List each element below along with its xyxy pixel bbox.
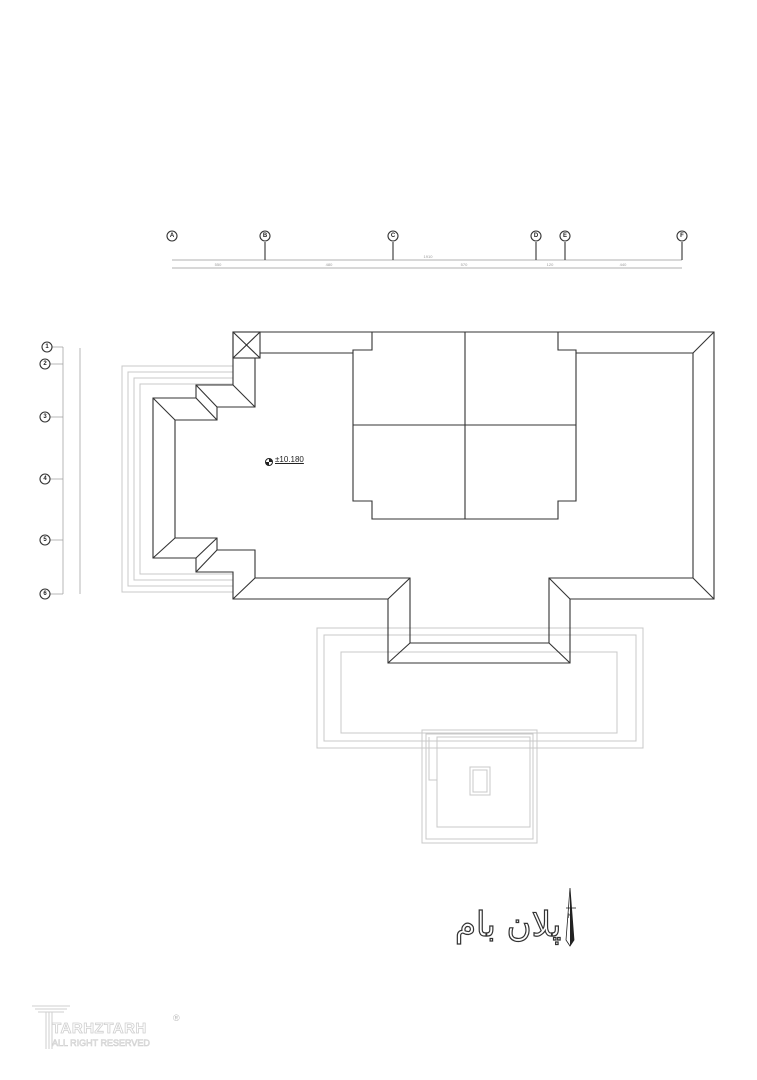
row-grid-axes: 1 2 3 4 5 6 [39, 341, 81, 600]
dimension-bc: 480 [326, 262, 333, 267]
grid-label-a: A [170, 233, 175, 239]
grid-label-6: 6 [43, 591, 47, 597]
elevation-marker-icon [265, 458, 273, 466]
grid-label-b: B [263, 233, 268, 239]
north-arrow-icon: N [565, 887, 576, 947]
elevation-label: ±10.180 [275, 455, 304, 464]
grid-label-c: C [391, 233, 396, 239]
grid-label-d: D [534, 233, 539, 239]
dimension-de: 120 [547, 262, 554, 267]
grid-label-4: 4 [43, 476, 47, 482]
tarhztarh-logo: TARHZTARH ALL RIGHT RESERVED ® [30, 1003, 190, 1053]
lower-level-outlines [121, 365, 644, 844]
dimension-ab: 550 [215, 262, 222, 267]
grid-label-e: E [563, 233, 567, 239]
column-grid-axes: A B C D E F 1910 550 480 570 120 440 [166, 230, 688, 269]
grid-label-1: 1 [45, 344, 49, 350]
dimension-cd: 570 [461, 262, 468, 267]
grid-label-f: F [680, 233, 684, 239]
drawing-title: پلان بام [454, 904, 562, 945]
overall-dimension: 1910 [424, 254, 434, 259]
grid-label-2: 2 [43, 361, 47, 367]
roof-outline [152, 331, 715, 664]
dimension-ef: 440 [620, 262, 627, 267]
grid-label-5: 5 [43, 537, 47, 543]
logo-subtitle: ALL RIGHT RESERVED [52, 1038, 150, 1049]
svg-text:N: N [568, 914, 572, 920]
logo-column-icon [32, 1005, 70, 1049]
registered-mark: ® [173, 1013, 180, 1023]
grid-label-3: 3 [43, 414, 47, 420]
logo-name: TARHZTARH [52, 1020, 147, 1038]
